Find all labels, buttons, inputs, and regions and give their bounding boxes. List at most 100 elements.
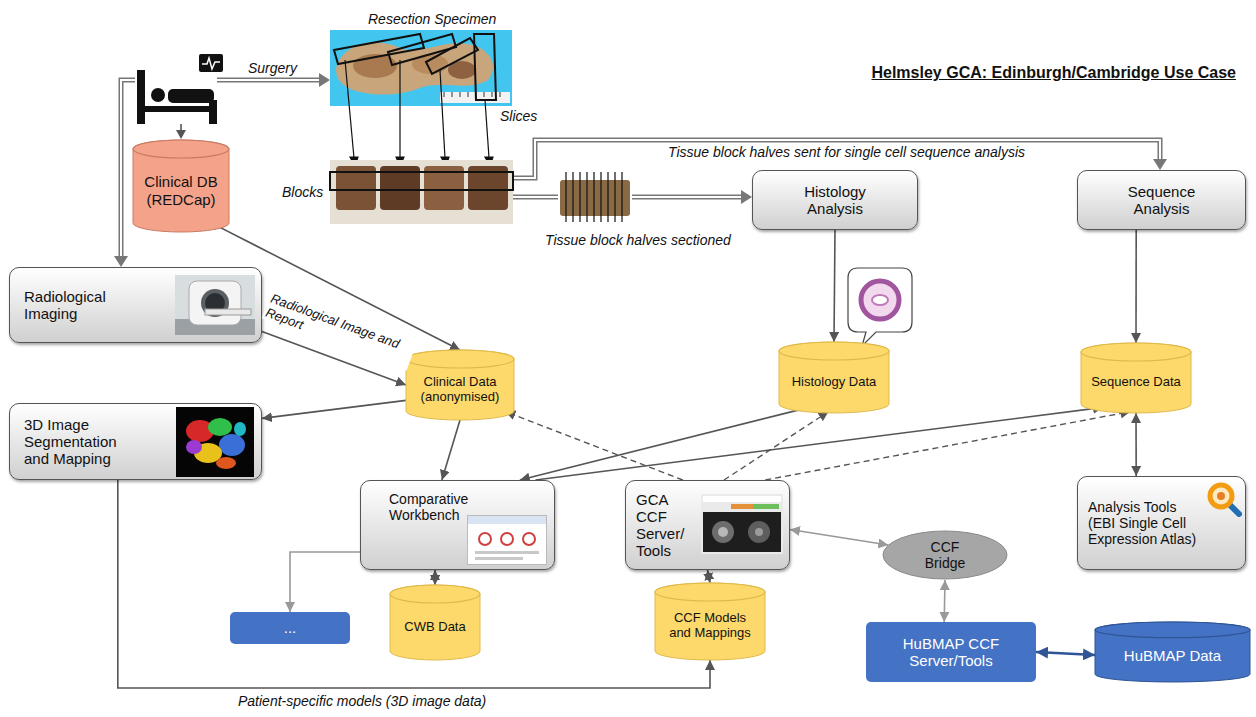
edge-label: Radiological Image and Report	[262, 290, 417, 371]
slice-arrow-part	[440, 70, 445, 158]
specimen-photo	[330, 30, 512, 106]
atlas-logo-icon	[1206, 481, 1242, 517]
screenshot-icon-part	[718, 527, 728, 537]
specimen-photo-part	[330, 30, 512, 106]
connector	[765, 412, 1130, 480]
bridge-ellipse-text: CCF Bridge	[910, 539, 980, 571]
arrow-head	[114, 73, 1167, 267]
patient-arrow-part	[180, 124, 182, 131]
process-box: Histology Analysis	[752, 170, 918, 230]
process-box-text: 3D Image Segmentation and Mapping	[24, 416, 144, 468]
histology-callout-part	[848, 268, 912, 346]
sections-photo	[560, 172, 630, 222]
arrow-head-part	[319, 73, 330, 87]
screenshot-icon-part	[468, 516, 546, 524]
cylinder-top	[1095, 622, 1250, 638]
blocks-photo-part	[330, 172, 513, 190]
connector	[834, 230, 835, 342]
connector	[1135, 230, 1137, 343]
cylinder-top	[779, 342, 889, 360]
atlas-logo-icon-part	[1210, 485, 1232, 507]
data-cylinder: Histology Data	[779, 342, 889, 413]
screenshot-icon-part	[475, 551, 539, 554]
specimen-photo-part	[474, 34, 496, 100]
screenshot-icon-part	[501, 533, 513, 545]
tool-box: GCA CCF Server/ Tools	[625, 480, 790, 570]
blocks-photo-part	[330, 160, 513, 224]
slice-arrow-part	[345, 60, 354, 158]
screenshot-icon-part	[712, 521, 734, 543]
patient-icon-part	[151, 88, 165, 102]
arrow-head-part	[114, 256, 128, 267]
double-arrow-part	[217, 79, 320, 81]
data-cylinder: CCF Models and Mappings	[655, 583, 765, 660]
histology-callout-part	[872, 295, 888, 305]
segmentation-icon-part	[234, 422, 246, 436]
connector	[442, 420, 460, 480]
data-cylinder-text: CWB Data	[395, 620, 475, 635]
connector	[434, 570, 436, 585]
annotation-label: Surgery	[248, 60, 297, 76]
ellipse-outline	[883, 531, 1007, 579]
patient-icon-part	[168, 89, 214, 103]
database-cylinder-text: HuBMAP Data	[1108, 647, 1238, 664]
arrow-head-part	[741, 190, 752, 204]
screenshot-icon	[701, 494, 783, 554]
process-box-text: Radiological Imaging	[24, 288, 144, 323]
sections-photo-part	[566, 172, 622, 222]
data-cylinder-text: Sequence Data	[1086, 375, 1186, 390]
double-arrow-part	[632, 195, 742, 200]
segmentation-icon-part	[186, 440, 202, 454]
cylinder-top	[406, 350, 514, 368]
screenshot-icon-part	[479, 533, 491, 545]
segmentation-icon-part	[208, 418, 232, 436]
connector	[724, 412, 829, 480]
connector	[520, 409, 801, 480]
process-box: Sequence Analysis	[1077, 170, 1246, 230]
screenshot-icon-part	[701, 494, 783, 554]
tool-box-text: GCA CCF Server/ Tools	[636, 491, 702, 560]
connector	[505, 412, 682, 480]
screenshot-icon-part	[753, 504, 779, 509]
connector	[708, 570, 711, 583]
arrow-head-part	[1153, 159, 1167, 170]
cylinder-body	[390, 585, 480, 660]
histology-callout	[848, 268, 912, 346]
tool-box: Analysis Tools (EBI Single Cell Expressi…	[1077, 476, 1246, 570]
patient-arrow-part	[176, 130, 186, 139]
screenshot-icon-part	[731, 504, 753, 509]
process-box: 3D Image Segmentation and Mapping	[9, 403, 262, 480]
screenshot-icon-part	[468, 516, 547, 565]
cylinder-top	[133, 140, 229, 158]
slice-arrow	[345, 60, 493, 166]
screenshot-icon-part	[475, 557, 523, 560]
histology-callout-part	[861, 281, 899, 319]
segmentation-icon-part	[219, 434, 245, 456]
placeholder-box-text: ...	[240, 619, 340, 636]
patient-icon-part	[202, 58, 220, 69]
connector	[290, 552, 360, 612]
double-arrow-part	[513, 195, 558, 200]
mri-scanner-icon	[175, 275, 255, 335]
screenshot-icon-part	[523, 533, 535, 545]
annotation-label: Tissue block halves sent for single cell…	[668, 144, 1025, 160]
annotation-label: Resection Specimen	[368, 11, 496, 27]
database-cylinder: HuBMAP Data	[1095, 622, 1250, 682]
mri-scanner-icon-part	[205, 309, 251, 315]
double-arrow-part	[513, 196, 558, 198]
double-arrow-part	[632, 196, 742, 198]
connector	[262, 400, 406, 418]
segmentation-icon-part	[176, 407, 254, 477]
bridge-ellipse: CCF Bridge	[882, 530, 1008, 580]
data-cylinder: Clinical Data (anonymised)	[406, 350, 514, 420]
cylinder-body	[1095, 622, 1250, 682]
screenshot-icon-part	[703, 496, 781, 502]
data-cylinder-text: CCF Models and Mappings	[662, 611, 758, 641]
segmentation-icon-part	[216, 457, 236, 469]
cylinder-body	[406, 350, 514, 420]
atlas-logo-icon-part	[1217, 492, 1225, 500]
specimen-photo-part	[426, 38, 478, 74]
